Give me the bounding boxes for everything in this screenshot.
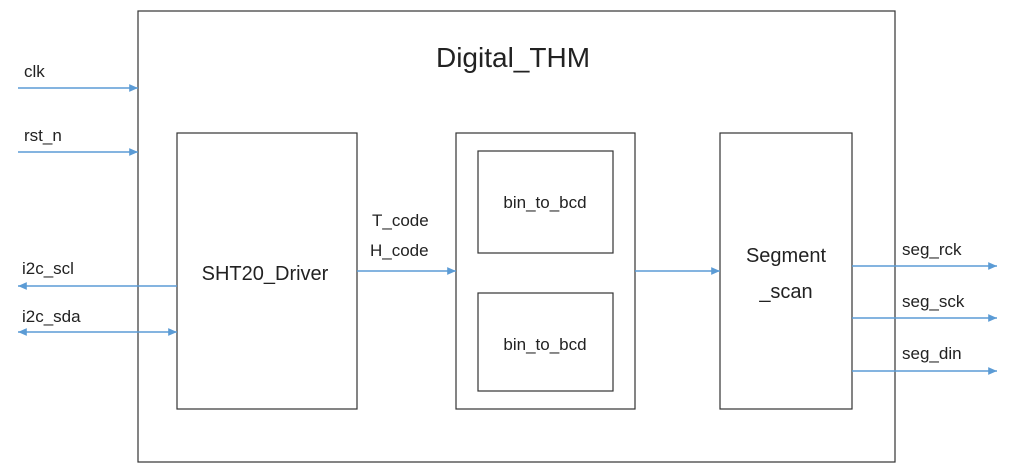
bin-to-bcd-bottom-label: bin_to_bcd [503, 335, 586, 354]
rst-n-label: rst_n [24, 126, 62, 145]
bin-to-bcd-bottom-block [477, 292, 614, 392]
segment-scan-label-line1: Segment [746, 245, 826, 267]
sht20-driver-block [176, 132, 358, 410]
bin-to-bcd-top-block [477, 150, 614, 254]
module-title: Digital_THM [436, 42, 590, 73]
i2c-sda-label: i2c_sda [22, 307, 81, 326]
sht20-driver-label: SHT20_Driver [202, 263, 329, 285]
t-code-label: T_code [372, 211, 429, 230]
i2c-scl-label: i2c_scl [22, 259, 74, 278]
bin-to-bcd-top-label: bin_to_bcd [503, 193, 586, 212]
segment-scan-label-line2: _scan [758, 281, 812, 303]
seg-rck-label: seg_rck [902, 240, 962, 259]
segment-scan-block [719, 132, 853, 410]
clk-label: clk [24, 62, 45, 81]
seg-din-label: seg_din [902, 344, 962, 363]
h-code-label: H_code [370, 241, 429, 260]
seg-sck-label: seg_sck [902, 292, 965, 311]
